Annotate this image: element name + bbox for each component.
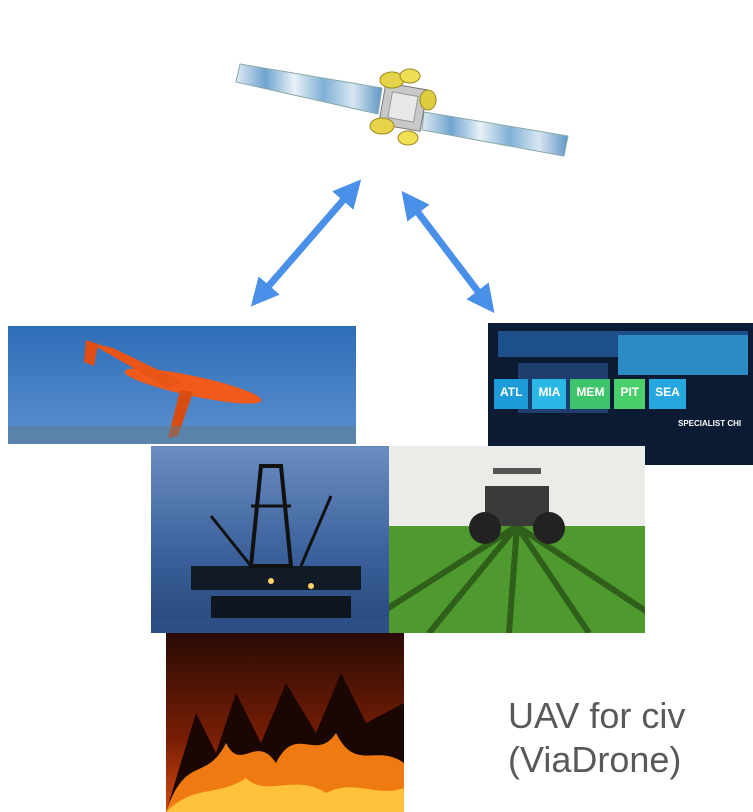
uav-photo [8,326,356,444]
farm-field-photo [389,446,645,633]
left-double-arrow [250,179,362,307]
tile-mem: MEM [570,379,611,409]
control-center-footer: SPECIALIST CHI [678,419,742,428]
satellite-image [232,60,572,160]
arrows [240,170,510,320]
drone-icon [8,340,356,444]
tile-pit: PIT [614,379,646,409]
tractor-icon [389,468,645,633]
oil-rig-photo [151,446,389,633]
caption: UAV for civ (ViaDrone) [508,694,685,782]
caption-line-2: (ViaDrone) [508,739,682,780]
right-double-arrow [401,190,495,314]
forest-fire-photo [166,633,404,812]
tile-atl: ATL [494,379,529,409]
control-center-photo: ATL MIA MEM PIT SEA SPECIALIST CHI [488,323,753,465]
caption-line-1: UAV for civ [508,695,686,736]
fire-icon [166,673,404,812]
tile-row: ATL MIA MEM PIT SEA [494,379,744,409]
tile-mia: MIA [532,379,567,409]
tile-sea: SEA [649,379,686,409]
oil-rig-icon [151,464,389,633]
satellite-icon [235,63,569,157]
